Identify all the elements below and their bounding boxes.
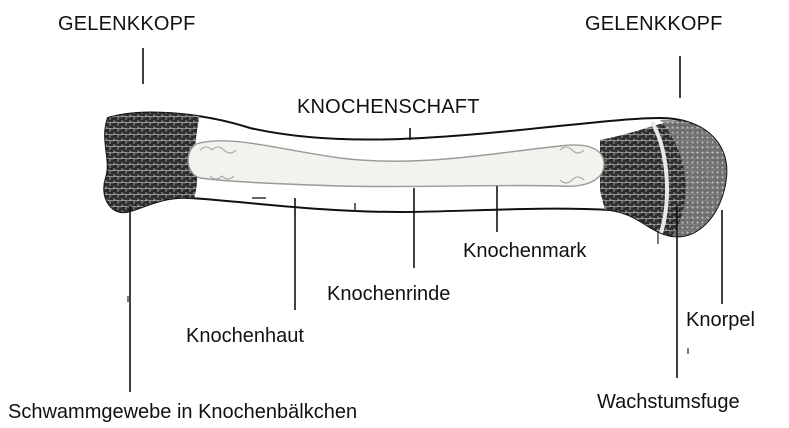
- label-knorpel: Knorpel: [686, 310, 755, 330]
- label-wachstumsfuge: Wachstumsfuge: [597, 392, 740, 412]
- label-knochenschaft: KNOCHENSCHAFT: [297, 97, 480, 117]
- label-schwammgewebe: Schwammgewebe in Knochenbälkchen: [8, 402, 357, 422]
- label-knochenmark: Knochenmark: [463, 241, 586, 261]
- spongy-bone-left: [100, 110, 200, 220]
- label-gelenkkopf-right: GELENKKOPF: [585, 14, 723, 34]
- label-gelenkkopf-left: GELENKKOPF: [58, 14, 196, 34]
- label-knochenrinde: Knochenrinde: [327, 284, 450, 304]
- label-knochenhaut: Knochenhaut: [186, 326, 304, 346]
